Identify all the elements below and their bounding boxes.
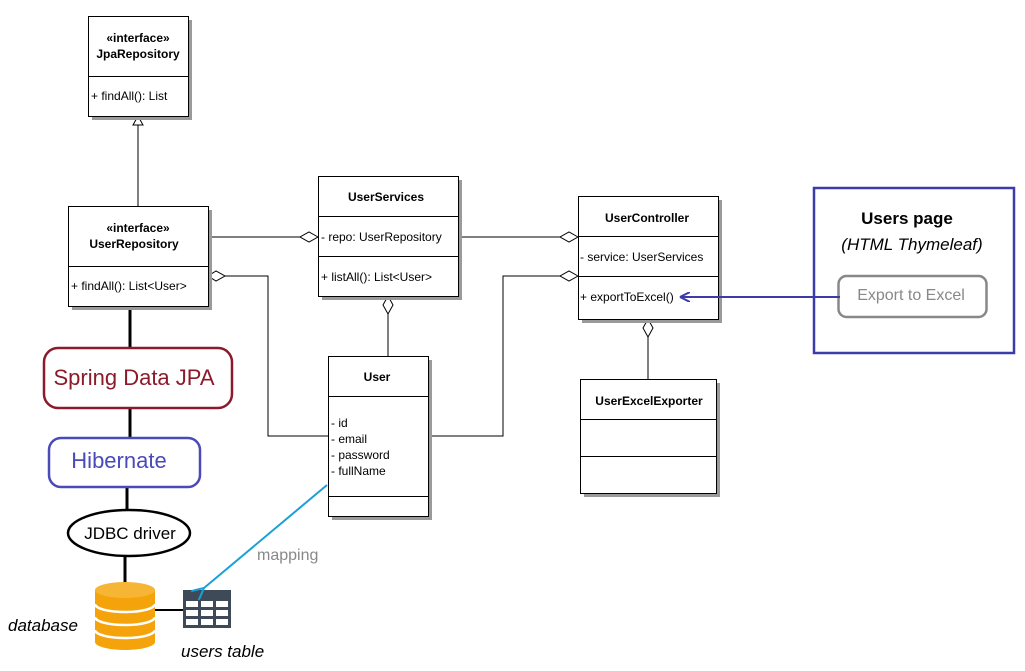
users-page-subtitle: (HTML Thymeleaf) xyxy=(841,235,982,254)
class-user-repository: «interface» UserRepository + findAll(): … xyxy=(68,206,212,310)
class-user-controller: UserController - service: UserServices +… xyxy=(578,196,722,323)
class-user-services: UserServices - repo: UserRepository + li… xyxy=(318,176,462,300)
aggregation-diamond xyxy=(298,231,320,243)
class-name: UserExcelExporter xyxy=(595,394,703,408)
jdbc-driver-label: JDBC driver xyxy=(84,524,176,543)
class-stereotype: «interface» xyxy=(106,31,170,45)
hibernate-node: Hibernate xyxy=(47,436,202,489)
export-to-excel-label: Export to Excel xyxy=(857,287,965,304)
database-icon xyxy=(93,582,157,650)
aggregation-diamond xyxy=(382,294,394,316)
class-user: User - id - email - password - fullName xyxy=(328,356,432,520)
class-name: UserRepository xyxy=(89,237,179,251)
class-attribute: - fullName xyxy=(331,464,386,478)
class-attribute: - service: UserServices xyxy=(580,250,703,264)
association-repo-user xyxy=(225,275,329,437)
users-table-label: users table xyxy=(181,642,264,661)
class-method: + exportToExcel() xyxy=(580,290,674,304)
database-label: database xyxy=(8,616,78,635)
class-stereotype: «interface» xyxy=(106,221,170,235)
class-user-excel-exporter: UserExcelExporter xyxy=(580,379,720,497)
class-name: UserServices xyxy=(348,190,424,204)
class-attribute: - password xyxy=(331,448,390,462)
users-page-title: Users page xyxy=(861,209,953,228)
hibernate-label: Hibernate xyxy=(71,448,166,473)
spring-data-jpa-node: Spring Data JPA xyxy=(42,346,234,410)
table-icon xyxy=(183,590,231,628)
mapping-label: mapping xyxy=(257,547,318,564)
association-user-controller xyxy=(428,275,561,437)
inheritance-arrowhead xyxy=(132,114,144,126)
aggregation-diamond xyxy=(207,270,227,282)
class-method: + listAll(): List<User> xyxy=(321,270,432,284)
class-name: UserController xyxy=(605,211,689,225)
class-method: + findAll(): List xyxy=(91,89,168,103)
class-attribute: - email xyxy=(331,432,367,446)
class-name: JpaRepository xyxy=(96,47,180,61)
mapping-arrow xyxy=(204,484,328,588)
class-name: User xyxy=(364,370,391,384)
users-page: Users page (HTML Thymeleaf) Export to Ex… xyxy=(812,186,1016,355)
aggregation-diamond xyxy=(558,270,580,282)
class-jpa-repository: «interface» JpaRepository + findAll(): L… xyxy=(88,16,192,120)
class-attribute: - id xyxy=(331,416,348,430)
aggregation-diamond xyxy=(642,317,654,339)
spring-data-jpa-label: Spring Data JPA xyxy=(53,365,214,390)
aggregation-diamond xyxy=(558,231,580,243)
class-attribute: - repo: UserRepository xyxy=(321,230,442,244)
class-method: + findAll(): List<User> xyxy=(71,279,187,293)
jdbc-driver-node: JDBC driver xyxy=(66,508,192,558)
export-to-excel-button[interactable]: Export to Excel xyxy=(837,274,988,319)
